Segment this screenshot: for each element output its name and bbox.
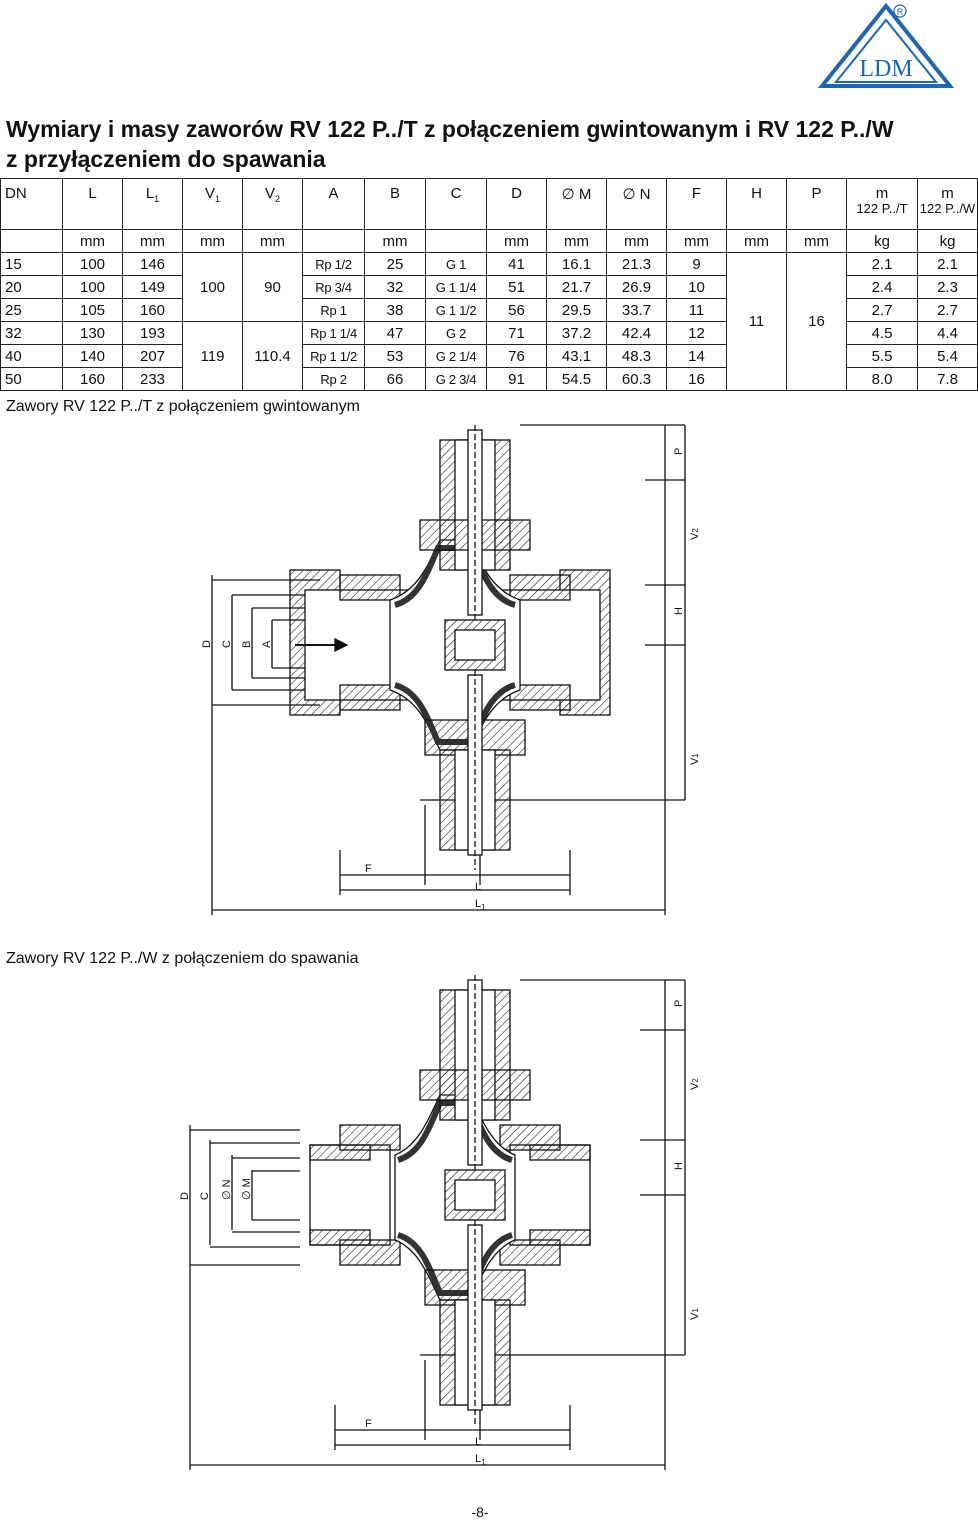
v2-merged-small: 90 [242,252,303,322]
header-h: H [726,178,787,230]
v2-merged-large: 110.4 [242,321,303,391]
dim-label-v2: V2 [689,528,701,540]
ldm-logo: LDM R [816,2,956,88]
header-m: ∅ M [546,178,607,230]
title-line-2: z przyłączeniem do spawania [6,146,326,172]
header-n: ∅ N [606,178,667,230]
page-title: Wymiary i masy zaworów RV 122 P../T z po… [6,114,956,174]
dim-label-v2: V2 [689,1078,701,1090]
section-caption-threaded: Zawory RV 122 P../T z połączeniem gwinto… [6,398,360,415]
dim-label-f: F [365,1418,372,1430]
valve-drawing-threaded: D C B A P V2 H V1 F L L1 [201,424,701,915]
dim-label-c: C [221,640,233,648]
h-merged: 11 [726,252,787,391]
dim-label-m: ∅ M [241,1178,253,1200]
v1-merged-large: 119 [182,321,243,391]
dim-label-l1: L1 [475,1453,486,1467]
dim-label-a: A [261,640,273,648]
v1-merged-small: 100 [182,252,243,322]
dim-label-d: D [179,1192,191,1200]
p-merged: 16 [786,252,847,391]
dim-label-f: F [365,863,372,875]
valve-drawing-welded: D C ∅ N ∅ M P V2 H V1 F L L1 [179,975,701,1470]
header-p: P [786,178,847,230]
header-l: L [62,178,123,230]
dim-label-v1: V1 [689,1308,701,1320]
dim-label-h: H [673,1162,685,1170]
header-c: C [425,178,487,230]
dim-label-l1: L1 [475,898,486,912]
dim-label-c: C [199,1192,211,1200]
dim-label-d: D [201,640,213,648]
section-caption-welded: Zawory RV 122 P../W z połączeniem do spa… [6,950,359,967]
page-number: -8- [471,1504,489,1520]
header-v2: V2 [242,178,303,230]
header-v1: V1 [182,178,243,230]
dim-label-l: L [475,1436,481,1448]
logo-text: LDM [859,56,912,82]
header-a: A [302,178,365,230]
dim-label-h: H [673,607,685,615]
dim-label-v1: V1 [689,753,701,765]
table-units-row: mm mm mm mm mm mm mm mm mm mm mm kg kg [0,229,978,253]
svg-text:R: R [897,7,904,17]
dim-label-p: P [673,448,685,455]
dim-label-p: P [673,1000,685,1007]
header-l1: L1 [122,178,183,230]
dim-label-b: B [241,641,253,648]
title-line-1: Wymiary i masy zaworów RV 122 P../T z po… [6,116,894,142]
header-d: D [486,178,547,230]
header-f: F [666,178,727,230]
dim-label-l: L [475,881,481,893]
dim-label-n: ∅ N [221,1179,233,1200]
header-dn: DN [0,178,63,230]
header-b: B [364,178,426,230]
